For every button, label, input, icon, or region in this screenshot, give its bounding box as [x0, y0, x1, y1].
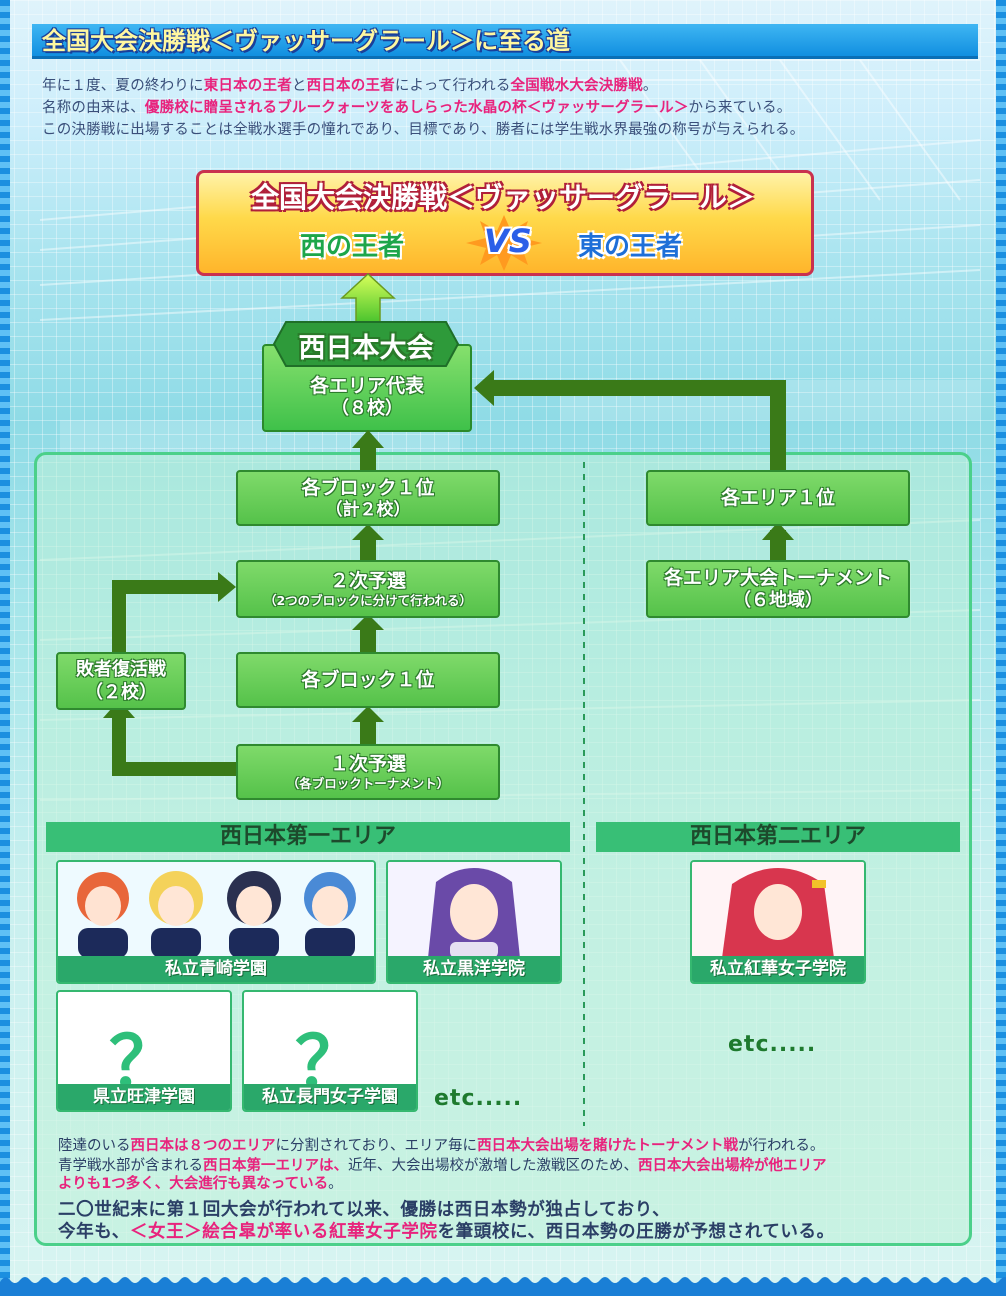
- first-qualifier-box: １次予選 （各ブロックトーナメント）: [236, 744, 500, 800]
- west-king-label: 西の王者: [300, 232, 405, 262]
- footer-line-4: 二〇世紀末に第１回大会が行われて以来、優勝は西日本勢が独占しており、: [58, 1196, 670, 1221]
- school-card-kokuyo[interactable]: 私立黒洋学院: [386, 860, 562, 984]
- repechage-line-2: （２校）: [85, 682, 157, 703]
- footer-line-5: 今年も、＜女王＞絵合皐が率いる紅華女子学院を筆頭校に、西日本勢の圧勝が予想されて…: [58, 1218, 835, 1243]
- east-king-label: 東の王者: [578, 232, 683, 262]
- kokuyo-character-illustration: [388, 862, 560, 958]
- highlight-text: 西日本は８つのエリア: [130, 1138, 276, 1154]
- footer-line-2: 青学戦水部が含まれる西日本第一エリアは、近年、大会出場校が激増した激戦区のため、…: [58, 1154, 827, 1175]
- first-qualifier-line-1: １次予選: [329, 753, 406, 775]
- body-text: 青学戦水部が含まれる: [58, 1158, 203, 1174]
- body-text: 名称の由来は、: [42, 100, 145, 116]
- aozaki-characters-illustration: [58, 862, 374, 958]
- body-text: 近年、大会出場校が激増した激戦区のため、: [348, 1158, 638, 1174]
- header-bar: [32, 24, 978, 59]
- intro-line-1: 年に１度、夏の終わりに東日本の王者と西日本の王者によって行われる全国戦水大会決勝…: [42, 74, 658, 95]
- first-qualifier-line-2: （各ブロックトーナメント）: [286, 776, 450, 791]
- intro-line-2: 名称の由来は、優勝校に贈呈されるブルークォーツをあしらった水晶の杯＜ヴァッサーグ…: [42, 96, 791, 117]
- area-2-etc: etc.....: [728, 1032, 817, 1057]
- body-text: が行われる。: [738, 1138, 825, 1154]
- school-name-koka: 私立紅華女子学院: [692, 956, 864, 982]
- second-qualifier-box: ２次予選 （2つのブロックに分けて行われる）: [236, 560, 500, 618]
- vs-burst-icon: [466, 215, 542, 271]
- body-text: に分割されており、エリア毎に: [275, 1138, 478, 1154]
- highlight-text: 西日本大会出場枠が他エリア: [638, 1158, 827, 1174]
- area-tournament-line-2: （６地域）: [733, 590, 823, 611]
- koka-character-illustration: [692, 862, 864, 958]
- body-text: によって行われる: [394, 78, 511, 94]
- highlight-text: 西日本第一エリアは、: [203, 1158, 348, 1174]
- repechage-box: 敗者復活戦 （２校）: [56, 652, 186, 710]
- west-tournament-line-2: （８校）: [331, 398, 403, 419]
- final-match-title: 全国大会決勝戦＜ヴァッサーグラール＞: [250, 181, 755, 214]
- highlight-text: ＜女王＞絵合皐が率いる紅華女子学院: [129, 1222, 438, 1242]
- block-first-2-box: 各ブロック１位: [236, 652, 500, 708]
- body-text: 今年も、: [58, 1222, 130, 1242]
- body-text: を筆頭校に、西日本勢の圧勝が予想されている。: [437, 1222, 835, 1242]
- school-name-outsu: 県立旺津学園: [58, 1084, 230, 1110]
- highlight-text: よりも1つ多く、大会進行も異なっている: [58, 1176, 329, 1192]
- page-title: 全国大会決勝戦＜ヴァッサーグラール＞に至る道: [42, 27, 570, 55]
- wave-footer-decoration: [0, 1277, 1006, 1296]
- body-text: 。: [328, 1176, 343, 1192]
- west-tournament-label: 西日本大会: [298, 333, 434, 364]
- block-first-2-line-1: 各ブロック１位: [301, 669, 435, 691]
- body-text: から来ている。: [688, 100, 792, 116]
- highlight-text: 優勝校に贈呈されるブルークォーツをあしらった水晶の杯＜ヴァッサーグラール＞: [144, 100, 689, 116]
- body-text: 二〇世紀末に第１回大会が行われて以来、優勝は西日本勢が独占しており、: [58, 1200, 671, 1220]
- body-text: この決勝戦に出場することは全戦水選手の憧れであり、目標であり、勝者には学生戦水界…: [42, 122, 805, 138]
- area-divider: [583, 462, 585, 1126]
- school-name-aozaki: 私立青崎学園: [58, 956, 374, 982]
- area-1-etc: etc.....: [434, 1086, 523, 1111]
- west-tournament-line-1: 各エリア代表: [309, 375, 424, 397]
- area-tournament-box: 各エリア大会トーナメント （６地域）: [646, 560, 910, 618]
- school-card-outsu[interactable]: ？ 県立旺津学園: [56, 990, 232, 1112]
- right-border-stripe: [996, 0, 1006, 1296]
- body-text: 陸達のいる: [58, 1138, 131, 1154]
- west-tournament-label-plate: [272, 321, 460, 367]
- area-first-line-1: 各エリア１位: [720, 487, 835, 509]
- body-text: と: [291, 78, 307, 94]
- body-text: 年に１度、夏の終わりに: [42, 78, 204, 94]
- body-text: 。: [642, 78, 658, 94]
- school-name-kokuyo: 私立黒洋学院: [388, 956, 560, 982]
- area-1-title: 西日本第一エリア: [46, 822, 570, 852]
- footer-line-3: よりも1つ多く、大会進行も異なっている。: [58, 1172, 343, 1193]
- vs-label: VS: [484, 222, 532, 260]
- intro-line-3: この決勝戦に出場することは全戦水選手の憧れであり、目標であり、勝者には学生戦水界…: [42, 118, 805, 139]
- highlight-text: 東日本の王者: [203, 78, 292, 94]
- school-card-koka[interactable]: 私立紅華女子学院: [690, 860, 866, 984]
- school-card-aozaki[interactable]: 私立青崎学園: [56, 860, 376, 984]
- highlight-text: 全国戦水大会決勝戦: [510, 78, 643, 94]
- highlight-text: 西日本の王者: [306, 78, 395, 94]
- footer-line-1: 陸達のいる西日本は８つのエリアに分割されており、エリア毎に西日本大会出場を賭けた…: [58, 1134, 824, 1155]
- highlight-text: 西日本大会出場を賭けたトーナメント戦: [477, 1138, 739, 1154]
- repechage-line-1: 敗者復活戦: [76, 659, 166, 680]
- block-first-line-1: 各ブロック１位: [301, 477, 435, 499]
- school-name-nagato: 私立長門女子学園: [244, 1084, 416, 1110]
- school-card-nagato[interactable]: ？ 私立長門女子学園: [242, 990, 418, 1112]
- second-qualifier-line-1: ２次予選: [329, 570, 406, 592]
- block-first-box: 各ブロック１位 （計２校）: [236, 470, 500, 526]
- second-qualifier-line-2: （2つのブロックに分けて行われる）: [263, 593, 473, 608]
- area-tournament-line-1: 各エリア大会トーナメント: [663, 567, 892, 589]
- left-border-stripe: [0, 0, 10, 1296]
- block-first-line-2: （計２校）: [325, 500, 411, 520]
- area-2-title: 西日本第二エリア: [596, 822, 960, 852]
- area-first-box: 各エリア１位: [646, 470, 910, 526]
